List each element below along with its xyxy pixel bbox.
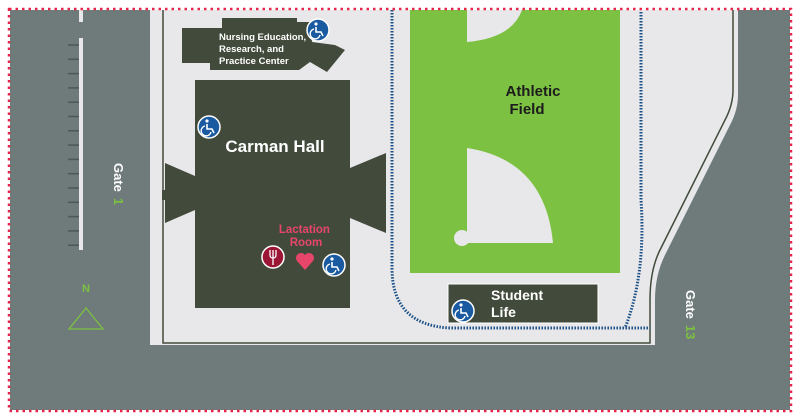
- accessible-entrance-icon[interactable]: [306, 18, 330, 42]
- north-arrow-icon: [67, 306, 105, 330]
- nursing-building-label: Nursing Education, Research, and Practic…: [219, 32, 309, 67]
- food-icon[interactable]: [261, 245, 285, 269]
- walking-path-east: [623, 12, 644, 329]
- carman-hall-building[interactable]: [162, 80, 386, 308]
- heart-icon[interactable]: [296, 253, 314, 270]
- athletic-field-label-1: Athletic: [505, 83, 560, 100]
- accessible-entrance-icon[interactable]: [197, 115, 221, 139]
- campus-curb: [162, 10, 734, 344]
- gate-1-label: Gate1: [111, 163, 126, 205]
- student-life-label: Student Life: [491, 287, 547, 320]
- carman-hall-label: Carman Hall: [225, 137, 324, 156]
- gate-13-label: Gate13: [683, 290, 698, 339]
- nursing-building[interactable]: [182, 18, 345, 72]
- field-infield-bottom: [467, 148, 553, 243]
- field-infield-top: [467, 10, 522, 42]
- accessible-entrance-icon[interactable]: [322, 253, 346, 277]
- road-markings: [68, 10, 83, 250]
- home-plate: [454, 230, 470, 246]
- north-label: N: [82, 283, 90, 295]
- accessible-entrance-icon[interactable]: [451, 299, 475, 323]
- lactation-room-label: Lactation Room: [279, 224, 333, 249]
- athletic-field-label-2: Field: [509, 101, 544, 118]
- map-border: [7, 7, 793, 413]
